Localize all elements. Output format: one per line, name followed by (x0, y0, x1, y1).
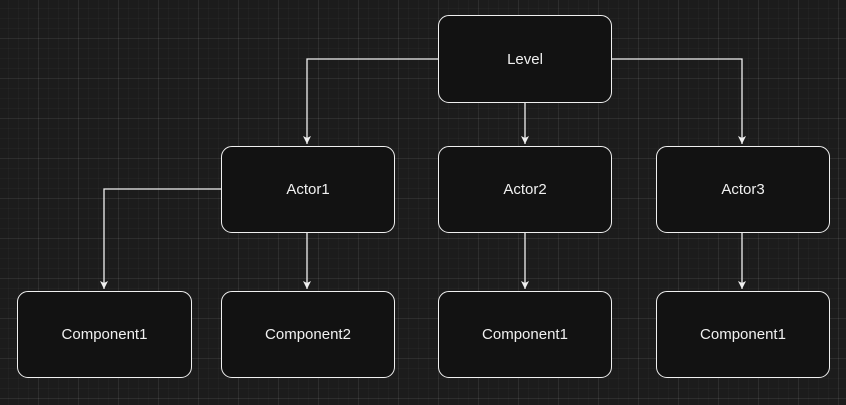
node-label: Component1 (482, 326, 568, 343)
node-level[interactable]: Level (438, 15, 612, 103)
node-actor2-component1[interactable]: Component1 (438, 291, 612, 378)
node-label: Actor3 (721, 181, 765, 198)
node-label: Component1 (700, 326, 786, 343)
node-label: Level (507, 50, 543, 68)
edge-level-actor1 (303, 58, 438, 144)
edge-level-actor3 (612, 58, 746, 144)
node-label: Actor1 (286, 181, 330, 198)
node-actor2[interactable]: Actor2 (438, 146, 612, 233)
node-label: Actor2 (503, 181, 547, 198)
node-actor3[interactable]: Actor3 (656, 146, 830, 233)
node-actor3-component1[interactable]: Component1 (656, 291, 830, 378)
node-actor1-component1[interactable]: Component1 (17, 291, 192, 378)
node-label: Component1 (61, 326, 148, 343)
edge-actor1-component1 (100, 188, 221, 289)
node-actor1-component2[interactable]: Component2 (221, 291, 395, 378)
node-label: Component2 (265, 326, 351, 343)
node-actor1[interactable]: Actor1 (221, 146, 395, 233)
